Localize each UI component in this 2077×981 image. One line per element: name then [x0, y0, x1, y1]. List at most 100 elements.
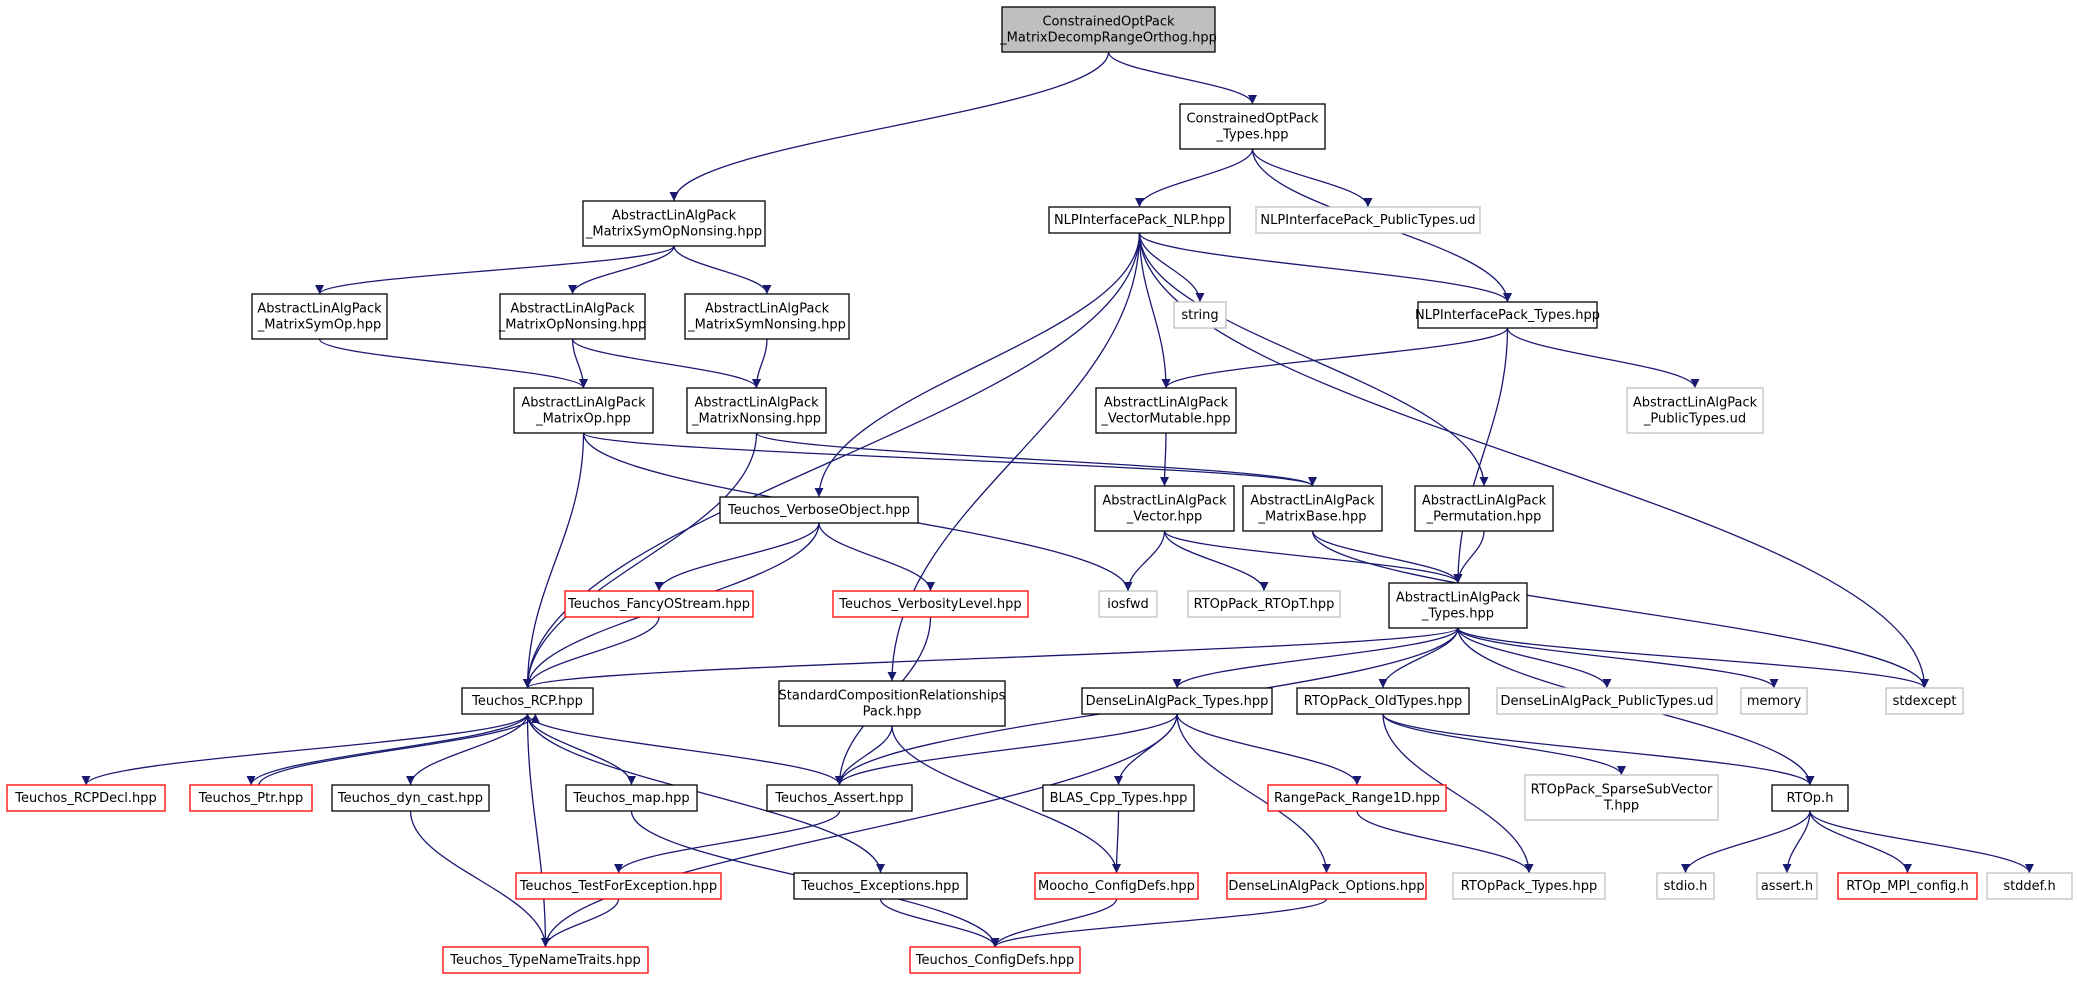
node-label-t_fos-line-0: Teuchos_FancyOStream.hpp	[567, 597, 750, 612]
node-t_exc[interactable]: Teuchos_Exceptions.hpp	[793, 872, 968, 900]
edge-alap_msymopn-to-alap_mopn	[568, 245, 675, 295]
node-t_map[interactable]: Teuchos_map.hpp	[565, 784, 698, 812]
node-box-alap_mop	[513, 387, 654, 434]
node-label-alap_v-line-1: _Vector.hpp	[1126, 510, 1203, 525]
node-label-alap_mopn-line-1: _MatrixOpNonsing.hpp	[498, 318, 647, 333]
node-box-alap_msymop	[251, 293, 388, 340]
node-t_vl[interactable]: Teuchos_VerbosityLevel.hpp	[832, 590, 1029, 618]
node-nlp_types[interactable]: NLPInterfacePack_Types.hpp	[1415, 301, 1600, 329]
node-alap_types[interactable]: AbstractLinAlgPack_Types.hpp	[1388, 582, 1528, 629]
node-stddef: stddef.h	[1986, 872, 2073, 900]
node-alap_mop[interactable]: AbstractLinAlgPack_MatrixOp.hpp	[513, 387, 654, 434]
node-label-alap_types-line-1: _Types.hpp	[1421, 607, 1494, 622]
node-label-rtop_mpi-line-0: RTOp_MPI_config.h	[1846, 879, 1969, 894]
node-label-t_assert-line-0: Teuchos_Assert.hpp	[774, 791, 903, 806]
node-box-t_map	[565, 784, 698, 812]
node-t_cd[interactable]: Teuchos_ConfigDefs.hpp	[909, 946, 1081, 974]
node-box-alap_msymn	[684, 293, 850, 340]
node-nlp[interactable]: NLPInterfacePack_NLP.hpp	[1048, 206, 1231, 234]
edge-t_vo-to-t_fos	[654, 522, 820, 592]
node-label-nlp_types-line-0: NLPInterfacePack_Types.hpp	[1415, 308, 1600, 323]
node-rp_r1d[interactable]: RangePack_Range1D.hpp	[1267, 784, 1447, 812]
node-t_vo[interactable]: Teuchos_VerboseObject.hpp	[719, 496, 919, 524]
node-alap_msymopn[interactable]: AbstractLinAlgPack_MatrixSymOpNonsing.hp…	[582, 200, 766, 247]
node-box-rtop_h	[1771, 784, 1849, 812]
node-cop_types[interactable]: ConstrainedOptPack_Types.hpp	[1179, 103, 1326, 150]
node-label-t_rcpdecl-line-0: Teuchos_RCPDecl.hpp	[14, 791, 157, 806]
node-alap_mb[interactable]: AbstractLinAlgPack_MatrixBase.hpp	[1242, 485, 1383, 532]
node-box-iosfwd	[1098, 590, 1158, 618]
node-root[interactable]: ConstrainedOptPack_MatrixDecompRangeOrth…	[999, 6, 1217, 53]
node-rtop_h[interactable]: RTOp.h	[1771, 784, 1849, 812]
edge-alap_msymopn-to-alap_msymop	[315, 245, 675, 295]
node-label-nlp-line-0: NLPInterfacePack_NLP.hpp	[1054, 213, 1225, 228]
node-rtop_mpi[interactable]: RTOp_MPI_config.h	[1837, 872, 1978, 900]
node-box-t_cd	[909, 946, 1081, 974]
node-label-t_cd-line-0: Teuchos_ConfigDefs.hpp	[915, 953, 1075, 968]
node-moocho_cd[interactable]: Moocho_ConfigDefs.hpp	[1034, 872, 1199, 900]
node-label-alap_msymop-line-1: _MatrixSymOp.hpp	[257, 318, 381, 333]
node-alap_perm[interactable]: AbstractLinAlgPack_Permutation.hpp	[1414, 485, 1554, 532]
node-label-stddef-line-0: stddef.h	[2003, 879, 2055, 894]
node-label-rtop_old-line-0: RTOpPack_OldTypes.hpp	[1304, 694, 1463, 709]
node-label-t_ptr-line-0: Teuchos_Ptr.hpp	[198, 791, 304, 806]
node-t_rcp[interactable]: Teuchos_RCP.hpp	[461, 687, 594, 715]
node-t_rcpdecl[interactable]: Teuchos_RCPDecl.hpp	[6, 784, 166, 812]
edge-alap_mop-to-t_rcp	[523, 432, 585, 689]
edge-t_assert-to-t_tfe	[614, 810, 841, 874]
edge-rp_r1d-to-rtop_types	[1356, 810, 1534, 874]
edge-dlap_opt-to-t_cd	[990, 898, 1328, 948]
node-rtop_old[interactable]: RTOpPack_OldTypes.hpp	[1296, 687, 1470, 715]
node-box-assert	[1756, 872, 1818, 900]
node-box-t_vo	[719, 496, 919, 524]
edges-layer	[81, 51, 2034, 948]
node-box-alap_v	[1094, 485, 1235, 532]
node-rtop_types: RTOpPack_Types.hpp	[1452, 872, 1606, 900]
edge-alap_mn-to-t_rcp	[523, 432, 758, 689]
node-box-alap_vm	[1095, 387, 1237, 434]
node-label-alap_perm-line-0: AbstractLinAlgPack	[1422, 494, 1547, 509]
node-t_ptr[interactable]: Teuchos_Ptr.hpp	[189, 784, 313, 812]
node-box-stddef	[1986, 872, 2073, 900]
node-label-moocho_cd-line-0: Moocho_ConfigDefs.hpp	[1038, 879, 1195, 894]
node-label-alap_mop-line-0: AbstractLinAlgPack	[521, 396, 646, 411]
node-label-scrp-line-1: Pack.hpp	[863, 705, 922, 720]
edge-rtop_old-to-rtop_h	[1382, 713, 1815, 786]
node-label-root-line-1: _MatrixDecompRangeOrthog.hpp	[999, 31, 1217, 46]
node-label-alap_mn-line-1: _MatrixNonsing.hpp	[691, 412, 821, 427]
node-label-alap_mop-line-1: _MatrixOp.hpp	[535, 412, 631, 427]
node-t_tfe[interactable]: Teuchos_TestForException.hpp	[515, 872, 722, 900]
node-dlap_opt[interactable]: DenseLinAlgPack_Options.hpp	[1226, 872, 1427, 900]
node-box-dlap_types	[1081, 687, 1273, 715]
node-t_dyn[interactable]: Teuchos_dyn_cast.hpp	[331, 784, 490, 812]
node-box-dlap_opt	[1226, 872, 1427, 900]
node-t_assert[interactable]: Teuchos_Assert.hpp	[766, 784, 913, 812]
node-label-rp_r1d-line-0: RangePack_Range1D.hpp	[1274, 791, 1440, 806]
edge-dlap_types-to-rp_r1d	[1176, 713, 1362, 786]
node-alap_mn[interactable]: AbstractLinAlgPack_MatrixNonsing.hpp	[686, 387, 827, 434]
node-box-alap_mopn	[499, 293, 646, 340]
node-label-alap_pub-line-1: _PublicTypes.ud	[1643, 412, 1746, 427]
node-dlap_types[interactable]: DenseLinAlgPack_Types.hpp	[1081, 687, 1273, 715]
edge-alap_mopn-to-alap_mn	[571, 338, 761, 389]
node-label-alap_mb-line-1: _MatrixBase.hpp	[1258, 510, 1367, 525]
node-alap_mopn[interactable]: AbstractLinAlgPack_MatrixOpNonsing.hpp	[498, 293, 647, 340]
node-t_tnt[interactable]: Teuchos_TypeNameTraits.hpp	[442, 946, 649, 974]
node-box-moocho_cd	[1034, 872, 1199, 900]
node-blas[interactable]: BLAS_Cpp_Types.hpp	[1042, 784, 1195, 812]
edge-t_rcp-to-t_rcpdecl	[81, 713, 529, 786]
node-alap_msymn[interactable]: AbstractLinAlgPack_MatrixSymNonsing.hpp	[684, 293, 850, 340]
node-box-rtop_types	[1452, 872, 1606, 900]
node-alap_msymop[interactable]: AbstractLinAlgPack_MatrixSymOp.hpp	[251, 293, 388, 340]
node-t_fos[interactable]: Teuchos_FancyOStream.hpp	[564, 590, 754, 618]
node-alap_v[interactable]: AbstractLinAlgPack_Vector.hpp	[1094, 485, 1235, 532]
node-label-dlap_pub-line-0: DenseLinAlgPack_PublicTypes.ud	[1501, 694, 1714, 709]
node-alap_vm[interactable]: AbstractLinAlgPack_VectorMutable.hpp	[1095, 387, 1237, 434]
edge-t_tfe-to-t_tnt	[541, 898, 620, 948]
edge-alap_mb-to-stdexcept	[1311, 530, 1929, 689]
edge-t_exc-to-t_cd	[879, 898, 1000, 948]
node-label-alap_types-line-0: AbstractLinAlgPack	[1396, 591, 1521, 606]
edge-t_rcp-to-t_exc	[526, 713, 885, 874]
